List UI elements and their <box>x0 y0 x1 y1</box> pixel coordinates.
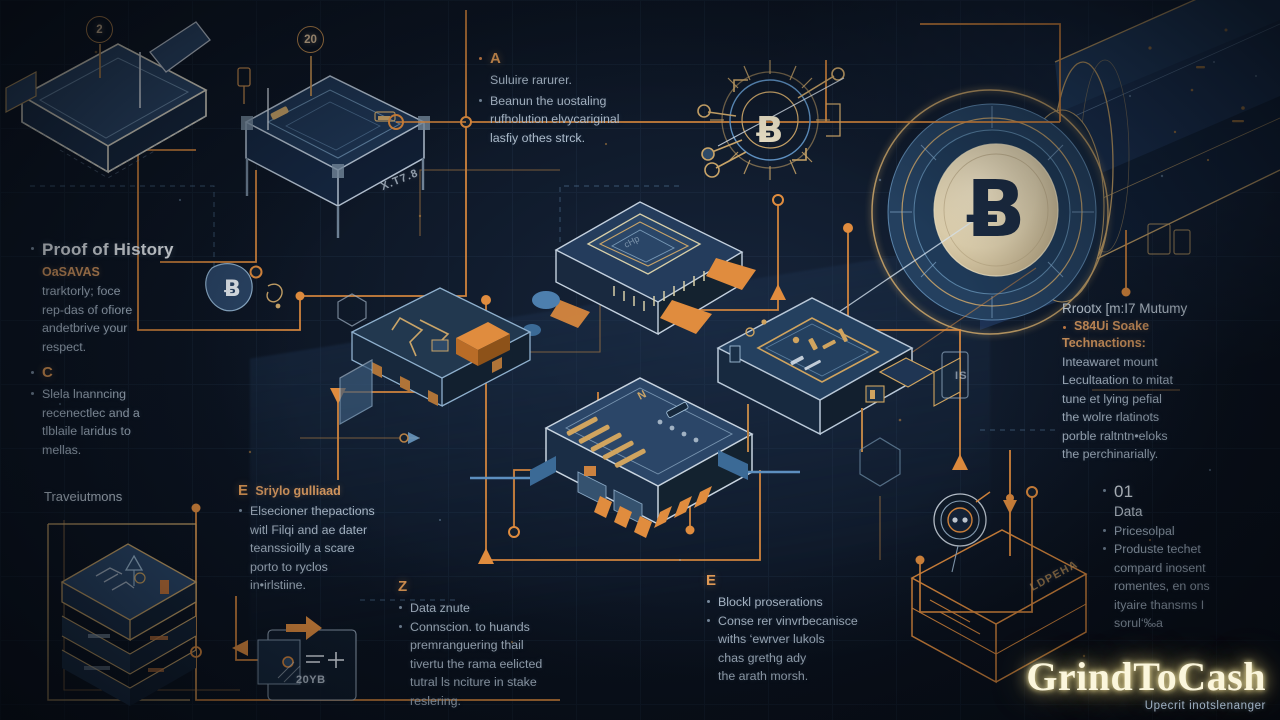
grindtocash-logo: GrindToCash <box>1026 654 1266 699</box>
grindtocash-tagline: Upecrit inotslenanger <box>1144 700 1266 712</box>
watermark: GrindToCash Upecrit inotslenanger <box>1026 654 1266 713</box>
